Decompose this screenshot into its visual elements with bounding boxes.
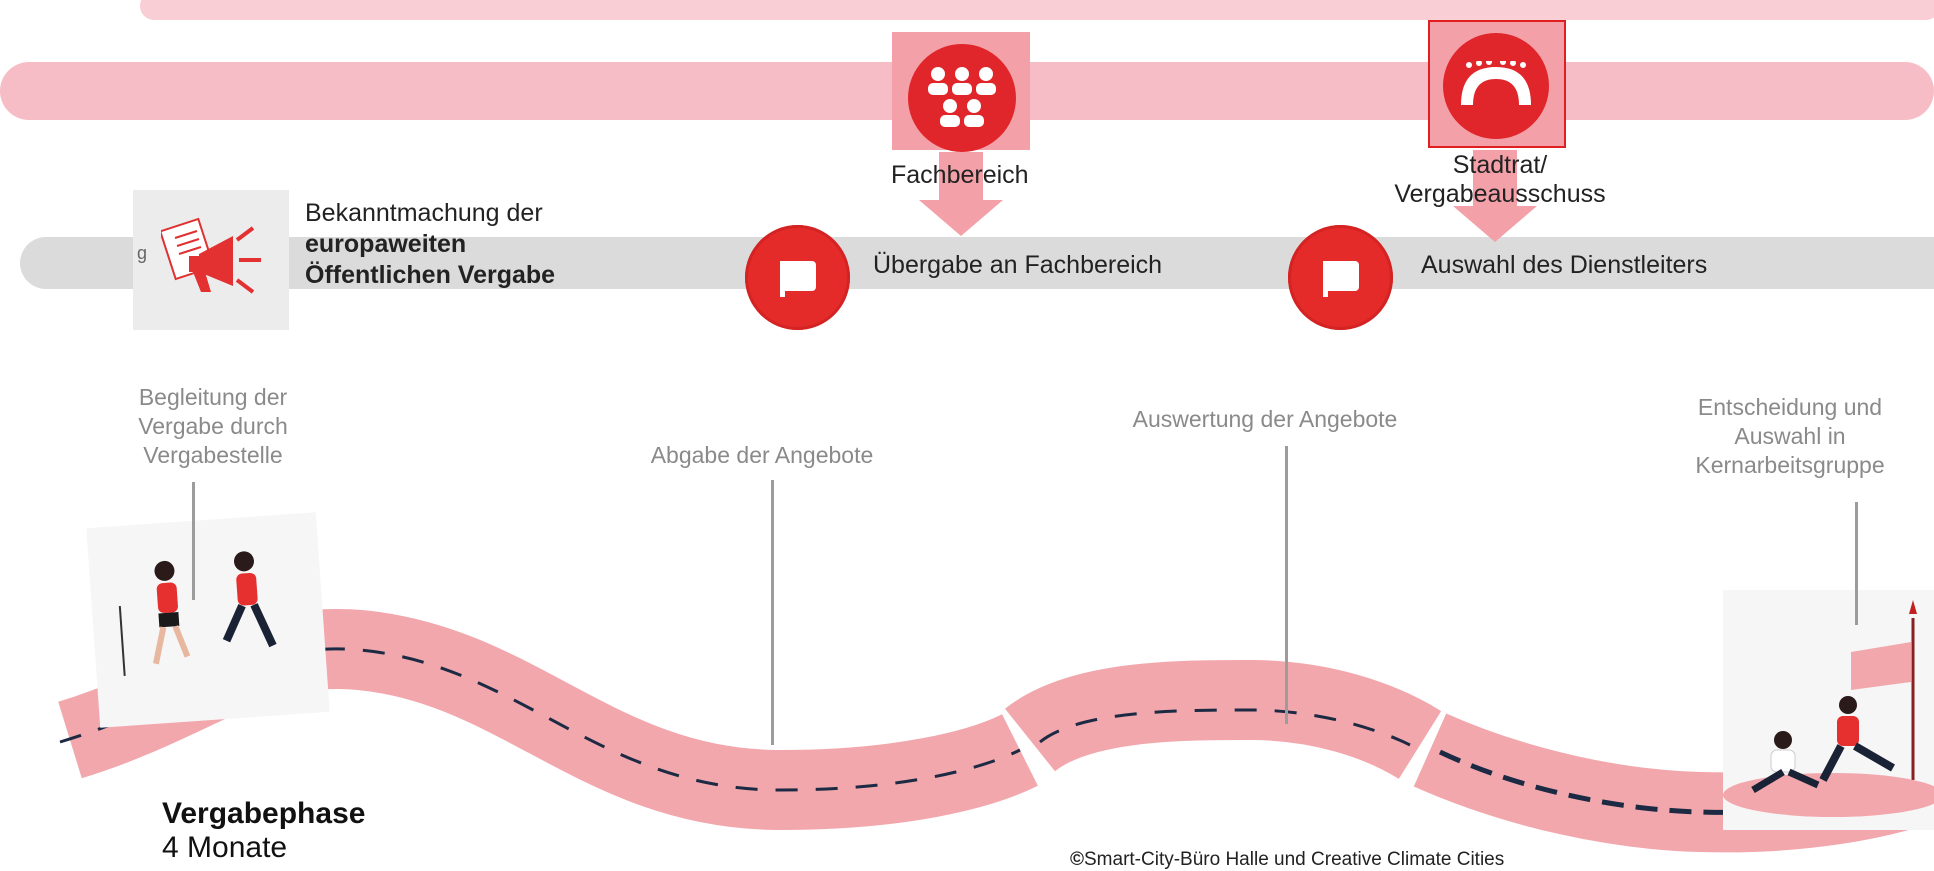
- credit-line: ©Smart-City-Büro Halle und Creative Clim…: [1070, 849, 1504, 871]
- runners-illustration: [86, 512, 330, 728]
- flag-icon: [780, 261, 816, 297]
- actor-label-2-line2: Vergabeausschuss: [1394, 180, 1606, 208]
- annotation-begleitung-line3: Vergabestelle: [143, 442, 283, 468]
- annotation-entscheidung-line2: Auswahl in: [1734, 423, 1846, 449]
- annotation-entscheidung: Entscheidung und Auswahl in Kernarbeitsg…: [1680, 393, 1900, 480]
- actor-label-1: Fachbereich: [891, 161, 1029, 189]
- partial-left-text: g: [137, 243, 148, 263]
- arrow-2-body: [1473, 150, 1517, 206]
- runner-icon: [118, 551, 277, 677]
- annotation-entscheidung-line1: Entscheidung und: [1697, 394, 1883, 420]
- finish-illustration: [1723, 590, 1934, 830]
- announcement-text: Bekanntmachung der europaweiten Öffentli…: [305, 198, 555, 291]
- phase-title: Vergabephase: [162, 797, 366, 830]
- announcement-card: g: [133, 190, 289, 330]
- announcement-line3: Öffentlichen Vergabe: [305, 261, 556, 289]
- announcement-line2: europaweiten: [305, 230, 467, 258]
- actor-label-2-line1: Stadtrat/: [1452, 151, 1548, 179]
- copyright-icon: ©: [1070, 849, 1084, 870]
- connector-abgabe: [771, 480, 774, 745]
- council-seats-glyph: [1461, 61, 1531, 105]
- group-icon: [908, 44, 1016, 152]
- top-brush-stroke: [140, 0, 1934, 20]
- actor-label-2: Stadtrat/ Vergabeausschuss: [1370, 151, 1630, 209]
- credit-text: Smart-City-Büro Halle und Creative Clima…: [1084, 849, 1505, 870]
- annotation-begleitung-line2: Vergabe durch: [138, 413, 288, 439]
- milestone-flag-1: [745, 225, 850, 330]
- connector-begleitung: [192, 482, 195, 600]
- council-chamber-icon: [1443, 33, 1549, 139]
- megaphone-icon: [161, 217, 261, 294]
- group-people-glyph: [928, 67, 996, 127]
- annotation-begleitung: Begleitung der Vergabe durch Vergabestel…: [108, 383, 318, 470]
- timeline-band: [20, 237, 1934, 289]
- connector-auswertung: [1285, 446, 1288, 724]
- finish-flag-icon: [1723, 600, 1934, 817]
- announcement-line1: Bekanntmachung der: [305, 199, 543, 227]
- annotation-auswertung: Auswertung der Angebote: [1132, 406, 1398, 432]
- connector-entscheidung: [1855, 502, 1858, 625]
- flag-icon: [1323, 261, 1359, 297]
- arrow-2-head: [1453, 206, 1537, 242]
- arrow-1-body: [939, 152, 983, 204]
- phase-label: Vergabephase 4 Monate: [162, 797, 365, 865]
- milestone-label-2: Auswahl des Dienstleiters: [1421, 251, 1708, 279]
- arrow-1-head: [919, 200, 1003, 236]
- milestone-flag-2: [1288, 225, 1393, 330]
- annotation-entscheidung-line3: Kernarbeitsgruppe: [1695, 452, 1885, 478]
- milestone-label-1: Übergabe an Fachbereich: [873, 251, 1163, 279]
- annotation-abgabe: Abgabe der Angebote: [650, 442, 874, 468]
- phase-duration: 4 Monate: [162, 831, 288, 864]
- annotation-begleitung-line1: Begleitung der: [138, 384, 288, 410]
